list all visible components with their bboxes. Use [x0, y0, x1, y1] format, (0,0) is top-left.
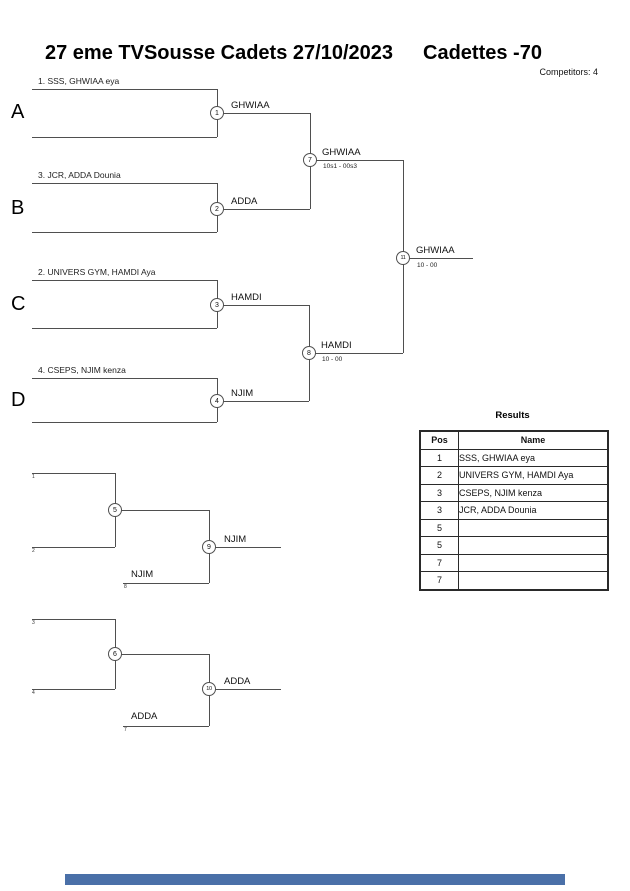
- result-pos: 2: [419, 466, 459, 485]
- result-name: [458, 518, 609, 537]
- match-node-1: 1: [210, 106, 224, 120]
- result-name: CSEPS, NJIM kenza: [458, 483, 609, 502]
- category-title: Cadettes -70: [423, 42, 542, 64]
- seed-number: 8: [124, 584, 127, 590]
- entry-a: 1. SSS, GHWIAA eya: [38, 76, 120, 86]
- repechage-line: [115, 510, 209, 512]
- winner-label-final: GHWIAA: [416, 245, 455, 256]
- bracket-line: [32, 422, 217, 424]
- seed-number: 1: [32, 474, 35, 480]
- bracket-line: [32, 280, 217, 282]
- winner-label-m8: HAMDI: [321, 340, 352, 351]
- results-header-name: Name: [458, 430, 609, 450]
- seed-number: 4: [32, 690, 35, 696]
- table-row: 7: [419, 571, 609, 590]
- match-node-4: 4: [210, 394, 224, 408]
- competitors-count: Competitors: 4: [539, 67, 598, 77]
- score-m7: 10s1 - 00s3: [323, 163, 357, 170]
- winner-label-m7: GHWIAA: [322, 147, 361, 158]
- winner-label-m1: GHWIAA: [231, 100, 270, 111]
- results-table: Pos Name 1 SSS, GHWIAA eya 2 UNIVERS GYM…: [419, 430, 609, 591]
- winner-label-m9: NJIM: [224, 534, 247, 545]
- winner-label-m10: ADDA: [224, 676, 251, 687]
- bracket-line: [217, 209, 310, 211]
- result-pos: 3: [419, 483, 459, 502]
- result-pos: 3: [419, 501, 459, 520]
- bracket-line: [32, 378, 217, 380]
- seed-number: 3: [32, 620, 35, 626]
- match-node-10: 10: [202, 682, 216, 696]
- bracket-line: [217, 305, 309, 307]
- table-row: 3 JCR, ADDA Dounia: [419, 501, 609, 520]
- match-node-11: 11: [396, 251, 410, 265]
- bracket-line: [217, 113, 310, 115]
- repechage-line: [123, 583, 209, 585]
- repechage-line: [209, 689, 281, 691]
- repechage-line: [32, 473, 115, 475]
- entry-d: 4. CSEPS, NJIM kenza: [38, 365, 126, 375]
- winner-label-m3: HAMDI: [231, 292, 262, 303]
- results-header-row: Pos Name: [419, 430, 609, 450]
- feeder-label-m9: NJIM: [131, 569, 154, 580]
- table-row: 5: [419, 536, 609, 555]
- page-title: 27 eme TVSousse Cadets 27/10/2023 Cadett…: [45, 42, 605, 65]
- bracket-line: [32, 232, 217, 234]
- table-row: 7: [419, 553, 609, 572]
- feeder-label-m10: ADDA: [131, 711, 158, 722]
- table-row: 3 CSEPS, NJIM kenza: [419, 483, 609, 502]
- result-name: SSS, GHWIAA eya: [458, 448, 609, 467]
- result-name: [458, 553, 609, 572]
- bracket-line: [32, 89, 217, 91]
- bracket-line: [32, 328, 217, 330]
- repechage-line: [115, 654, 209, 656]
- table-row: 1 SSS, GHWIAA eya: [419, 448, 609, 467]
- score-m8: 10 - 00: [322, 356, 343, 363]
- bracket-line: [32, 183, 217, 185]
- table-row: 5: [419, 518, 609, 537]
- match-node-2: 2: [210, 202, 224, 216]
- result-name: [458, 536, 609, 555]
- result-name: JCR, ADDA Dounia: [458, 501, 609, 520]
- bracket-line: [32, 137, 217, 139]
- match-node-5: 5: [108, 503, 122, 517]
- seed-number: 7: [124, 727, 127, 733]
- bracket-line: [310, 160, 403, 162]
- final-winner-line: [409, 258, 473, 260]
- result-name: UNIVERS GYM, HAMDI Aya: [458, 466, 609, 485]
- tournament-title: 27 eme TVSousse Cadets 27/10/2023: [45, 42, 393, 64]
- repechage-line: [32, 689, 115, 691]
- match-node-9: 9: [202, 540, 216, 554]
- footer-bar: [65, 874, 565, 885]
- section-letter-b: B: [11, 197, 25, 219]
- repechage-line: [32, 547, 115, 549]
- winner-label-m4: NJIM: [231, 388, 254, 399]
- match-node-8: 8: [302, 346, 316, 360]
- result-name: [458, 571, 609, 590]
- score-final: 10 - 00: [417, 262, 438, 269]
- bracket-line: [309, 353, 403, 355]
- seed-number: 2: [32, 548, 35, 554]
- results-header-pos: Pos: [419, 430, 459, 450]
- repechage-line: [123, 726, 209, 728]
- match-node-6: 6: [108, 647, 122, 661]
- match-node-3: 3: [210, 298, 224, 312]
- repechage-line: [209, 547, 281, 549]
- entry-b: 3. JCR, ADDA Dounia: [38, 170, 121, 180]
- result-pos: 1: [419, 448, 459, 467]
- match-node-7: 7: [303, 153, 317, 167]
- result-pos: 7: [419, 571, 459, 590]
- result-pos: 7: [419, 553, 459, 572]
- table-row: 2 UNIVERS GYM, HAMDI Aya: [419, 466, 609, 485]
- entry-c: 2. UNIVERS GYM, HAMDI Aya: [38, 267, 156, 277]
- result-pos: 5: [419, 536, 459, 555]
- section-letter-d: D: [11, 389, 26, 411]
- results-title: Results: [495, 410, 530, 421]
- winner-label-m2: ADDA: [231, 196, 258, 207]
- repechage-line: [32, 619, 115, 621]
- result-pos: 5: [419, 518, 459, 537]
- section-letter-c: C: [11, 293, 26, 315]
- bracket-line: [217, 401, 309, 403]
- section-letter-a: A: [11, 101, 25, 123]
